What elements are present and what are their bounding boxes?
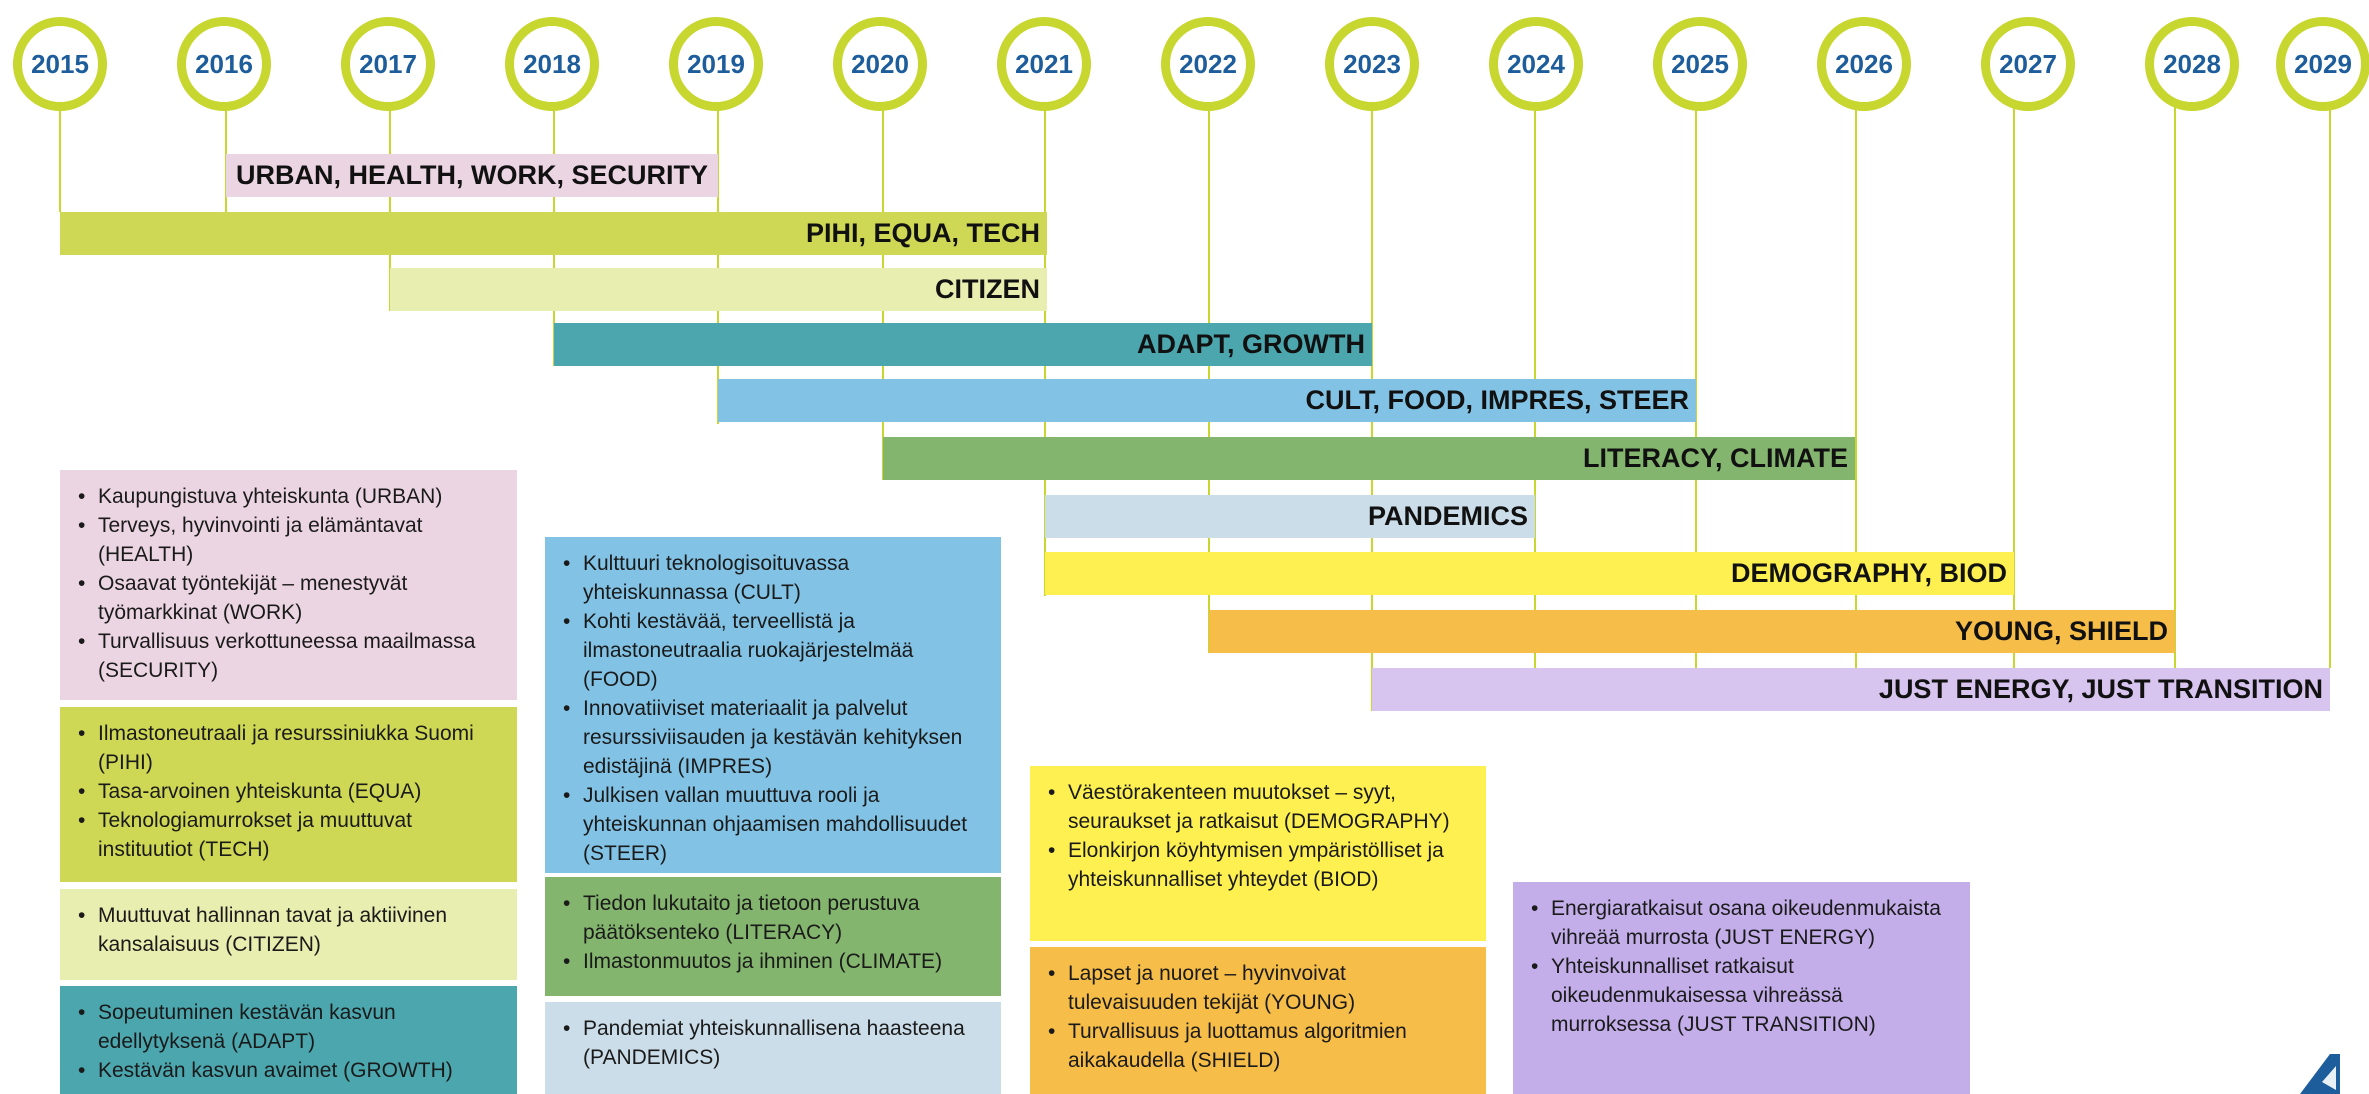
year-2020: 2020	[833, 17, 927, 111]
list-item: Muuttuvat hallinnan tavat ja aktiivinen …	[76, 901, 507, 959]
description-list: Sopeutuminen kestävän kasvun edellytykse…	[76, 998, 507, 1085]
description-list: Muuttuvat hallinnan tavat ja aktiivinen …	[76, 901, 507, 959]
description-list: Kulttuuri teknologisoituvassa yhteiskunn…	[561, 549, 991, 868]
timeline-bar-demography-biod: DEMOGRAPHY, BIOD	[1045, 552, 2014, 595]
list-item: Teknologiamurrokset ja muuttuvat institu…	[76, 806, 507, 864]
year-2025: 2025	[1653, 17, 1747, 111]
year-line-2025	[1695, 90, 1697, 711]
year-line-2027	[2013, 90, 2015, 711]
year-line-2029	[2329, 90, 2331, 668]
year-2026: 2026	[1817, 17, 1911, 111]
description-box-literacy: Tiedon lukutaito ja tietoon perustuva pä…	[545, 877, 1001, 996]
description-box-pihi: Ilmastoneutraali ja resurssiniukka Suomi…	[60, 707, 517, 882]
timeline-bar-citizen: CITIZEN	[390, 268, 1047, 311]
list-item: Väestörakenteen muutokset – syyt, seurau…	[1046, 778, 1476, 836]
description-box-urban: Kaupungistuva yhteiskunta (URBAN) Tervey…	[60, 470, 517, 700]
logo-icon	[2300, 1054, 2340, 1094]
description-list: Pandemiat yhteiskunnallisena haasteena (…	[561, 1014, 991, 1072]
timeline-bar-pihi-equa-tech: PIHI, EQUA, TECH	[60, 212, 1047, 255]
timeline-bar-literacy-climate: LITERACY, CLIMATE	[883, 437, 1855, 480]
year-2024: 2024	[1489, 17, 1583, 111]
list-item: Kaupungistuva yhteiskunta (URBAN)	[76, 482, 507, 511]
list-item: Lapset ja nuoret – hyvinvoivat tulevaisu…	[1046, 959, 1476, 1017]
list-item: Turvallisuus verkottuneessa maailmassa (…	[76, 627, 507, 685]
year-2021: 2021	[997, 17, 1091, 111]
year-line-2019	[717, 90, 719, 424]
description-list: Lapset ja nuoret – hyvinvoivat tulevaisu…	[1046, 959, 1476, 1075]
list-item: Pandemiat yhteiskunnallisena haasteena (…	[561, 1014, 991, 1072]
description-list: Tiedon lukutaito ja tietoon perustuva pä…	[561, 889, 991, 976]
list-item: Kulttuuri teknologisoituvassa yhteiskunn…	[561, 549, 991, 607]
year-2028: 2028	[2145, 17, 2239, 111]
list-item: Elonkirjon köyhtymisen ympäristölliset j…	[1046, 836, 1476, 894]
description-box-adapt: Sopeutuminen kestävän kasvun edellytykse…	[60, 986, 517, 1094]
year-2016: 2016	[177, 17, 271, 111]
year-2017: 2017	[341, 17, 435, 111]
list-item: Kohti kestävää, terveellistä ja ilmaston…	[561, 607, 991, 694]
list-item: Tasa-arvoinen yhteiskunta (EQUA)	[76, 777, 507, 806]
list-item: Energiaratkaisut osana oikeudenmukaista …	[1529, 894, 1960, 952]
list-item: Yhteiskunnalliset ratkaisut oikeudenmuka…	[1529, 952, 1960, 1039]
description-list: Kaupungistuva yhteiskunta (URBAN) Tervey…	[76, 482, 507, 685]
list-item: Julkisen vallan muuttuva rooli ja yhteis…	[561, 781, 991, 868]
year-2015: 2015	[13, 17, 107, 111]
year-line-2026	[1855, 90, 1857, 711]
year-2023: 2023	[1325, 17, 1419, 111]
list-item: Innovatiiviset materiaalit ja palvelut r…	[561, 694, 991, 781]
timeline-bar-pandemics: PANDEMICS	[1045, 495, 1535, 538]
description-list: Energiaratkaisut osana oikeudenmukaista …	[1529, 894, 1960, 1039]
timeline-bar-young-shield: YOUNG, SHIELD	[1209, 610, 2175, 653]
year-line-2015	[59, 90, 61, 212]
description-box-cult: Kulttuuri teknologisoituvassa yhteiskunn…	[545, 537, 1001, 873]
description-box-demography: Väestörakenteen muutokset – syyt, seurau…	[1030, 766, 1486, 941]
list-item: Ilmastoneutraali ja resurssiniukka Suomi…	[76, 719, 507, 777]
timeline-bar-adapt-growth: ADAPT, GROWTH	[554, 323, 1372, 366]
year-2018: 2018	[505, 17, 599, 111]
year-2027: 2027	[1981, 17, 2075, 111]
year-2019: 2019	[669, 17, 763, 111]
year-line-2028	[2174, 90, 2176, 711]
list-item: Terveys, hyvinvointi ja elämäntavat (HEA…	[76, 511, 507, 569]
list-item: Tiedon lukutaito ja tietoon perustuva pä…	[561, 889, 991, 947]
timeline-bar-just-energy-just-transition: JUST ENERGY, JUST TRANSITION	[1372, 668, 2330, 711]
list-item: Osaavat työntekijät – menestyvät työmark…	[76, 569, 507, 627]
list-item: Ilmastonmuutos ja ihminen (CLIMATE)	[561, 947, 991, 976]
timeline-bar-cult-food-impres-steer: CULT, FOOD, IMPRES, STEER	[718, 379, 1696, 422]
list-item: Turvallisuus ja luottamus algoritmien ai…	[1046, 1017, 1476, 1075]
description-box-young: Lapset ja nuoret – hyvinvoivat tulevaisu…	[1030, 947, 1486, 1094]
description-list: Ilmastoneutraali ja resurssiniukka Suomi…	[76, 719, 507, 864]
description-box-citizen: Muuttuvat hallinnan tavat ja aktiivinen …	[60, 889, 517, 980]
year-line-2022	[1208, 90, 1210, 653]
year-2029: 2029	[2276, 17, 2369, 111]
list-item: Kestävän kasvun avaimet (GROWTH)	[76, 1056, 507, 1085]
description-box-just-energy: Energiaratkaisut osana oikeudenmukaista …	[1513, 882, 1970, 1094]
year-2022: 2022	[1161, 17, 1255, 111]
year-line-2017	[389, 90, 391, 311]
timeline-bar-urban-health-work-security: URBAN, HEALTH, WORK, SECURITY	[226, 154, 718, 197]
list-item: Sopeutuminen kestävän kasvun edellytykse…	[76, 998, 507, 1056]
description-box-pandemics: Pandemiat yhteiskunnallisena haasteena (…	[545, 1002, 1001, 1094]
description-list: Väestörakenteen muutokset – syyt, seurau…	[1046, 778, 1476, 894]
